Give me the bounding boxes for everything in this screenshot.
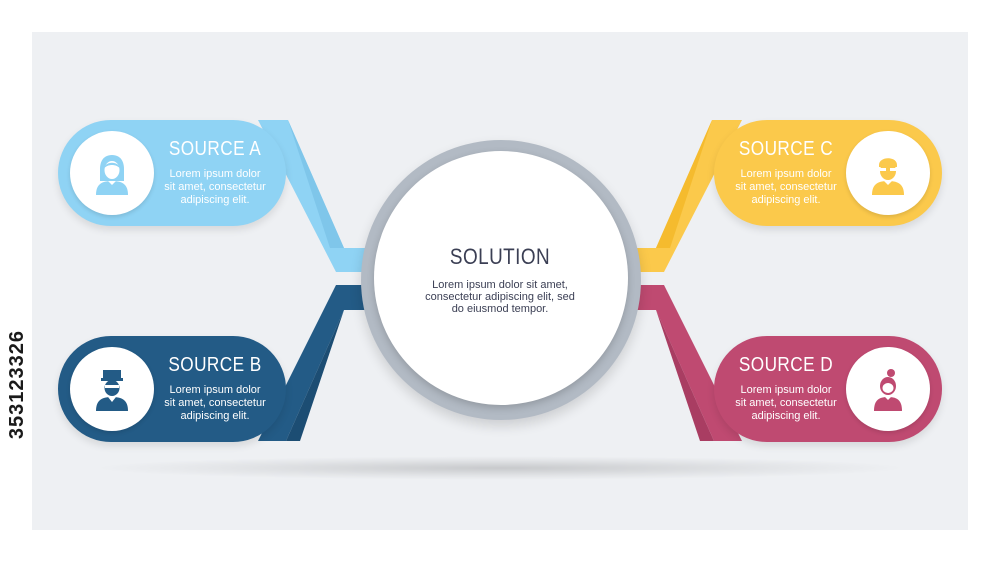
source-c-card: SOURCE C Lorem ipsum dolor sit amet, con…: [714, 120, 942, 226]
source-a-card: SOURCE A Lorem ipsum dolor sit amet, con…: [58, 120, 286, 226]
source-c-title: SOURCE C: [738, 138, 834, 160]
source-d-body: Lorem ipsum dolor sit amet, consectetur …: [726, 384, 846, 423]
solution-body-line: do eiusmod tempor.: [451, 303, 549, 315]
man-hat-avatar-icon: [96, 370, 128, 411]
source-b-card: SOURCE B Lorem ipsum dolor sit amet, con…: [58, 336, 286, 442]
source-b-body: Lorem ipsum dolor sit amet, consectetur …: [155, 384, 275, 423]
solution-title: SOLUTION: [449, 244, 551, 269]
ground-shadow: [90, 456, 910, 480]
source-b-body-line: sit amet, consectetur: [164, 397, 266, 409]
source-d-body-line: adipiscing elit.: [751, 410, 821, 422]
source-a-avatar: [70, 131, 154, 215]
stock-id-watermark: 353123326: [6, 330, 28, 440]
source-b-body-line: Lorem ipsum dolor: [169, 384, 261, 396]
source-c-body-line: sit amet, consectetur: [735, 181, 837, 193]
woman-avatar-icon: [96, 155, 128, 195]
source-d-card: SOURCE D Lorem ipsum dolor sit amet, con…: [714, 336, 942, 442]
solution-circle: [374, 151, 628, 405]
solution-body-line: consectetur adipiscing elit, sed: [425, 291, 575, 303]
source-c-body-line: adipiscing elit.: [751, 194, 821, 206]
man-glasses-avatar-icon: [872, 158, 904, 195]
source-c-body: Lorem ipsum dolor sit amet, consectetur …: [726, 168, 846, 207]
source-c-body-line: Lorem ipsum dolor: [740, 168, 832, 180]
source-a-body-line: adipiscing elit.: [180, 194, 250, 206]
connector-fold-source-b: [286, 310, 344, 441]
solution-body-line: Lorem ipsum dolor sit amet,: [432, 279, 568, 291]
connector-fold-source-a: [288, 120, 344, 248]
source-d-title: SOURCE D: [738, 354, 834, 376]
source-d-body-line: sit amet, consectetur: [735, 397, 837, 409]
source-a-body: Lorem ipsum dolor sit amet, consectetur …: [155, 168, 275, 207]
solution-body: Lorem ipsum dolor sit amet, consectetur …: [400, 279, 600, 315]
woman-bun-avatar-icon: [874, 369, 902, 411]
source-a-title: SOURCE A: [168, 138, 262, 160]
source-a-body-line: Lorem ipsum dolor: [169, 168, 261, 180]
connector-fold-source-c: [656, 120, 712, 248]
source-b-avatar: [70, 347, 154, 431]
source-b-body-line: adipiscing elit.: [180, 410, 250, 422]
source-d-avatar: [846, 347, 930, 431]
source-c-avatar: [846, 131, 930, 215]
source-b-title: SOURCE B: [168, 354, 262, 376]
source-a-body-line: sit amet, consectetur: [164, 181, 266, 193]
connector-fold-source-d: [656, 310, 714, 441]
source-d-body-line: Lorem ipsum dolor: [740, 384, 832, 396]
